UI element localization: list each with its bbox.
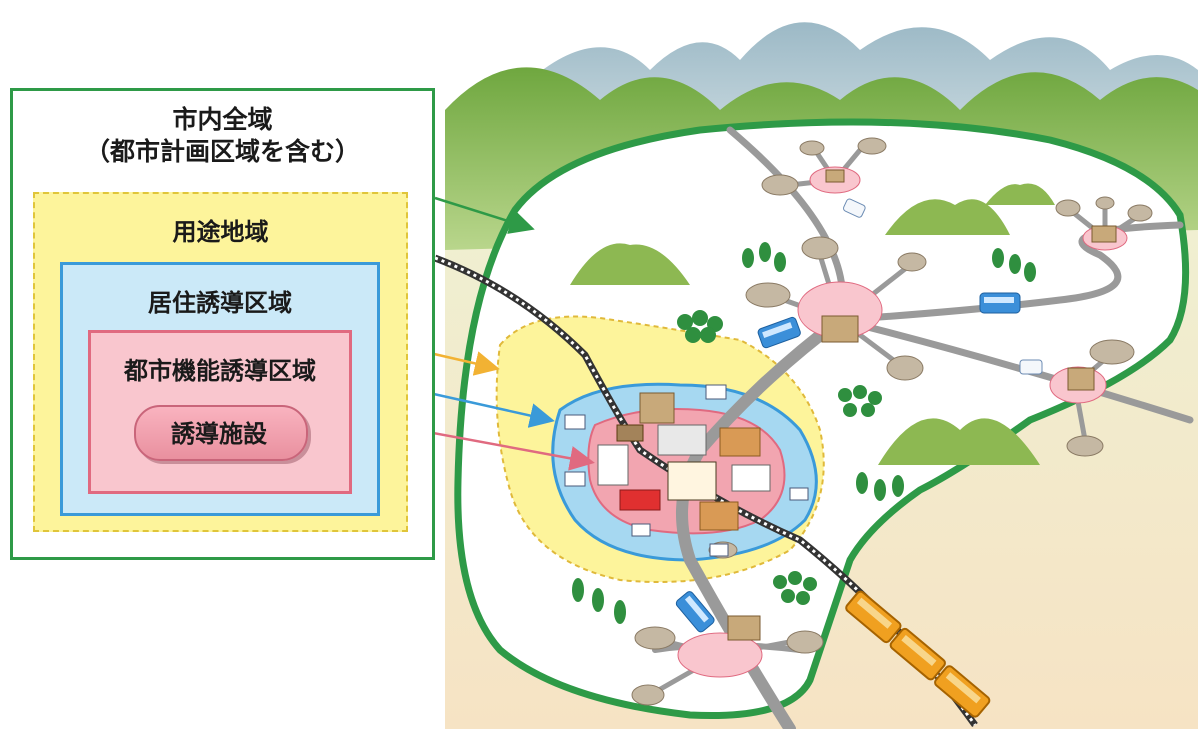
car-1: [842, 198, 866, 218]
hill-2: [885, 199, 1010, 235]
arrow-city: [434, 196, 535, 234]
hill-3: [878, 418, 1040, 465]
car-2: [1019, 359, 1043, 375]
bus-1: [979, 292, 1021, 314]
hill-1: [570, 243, 690, 285]
tree-groups: [572, 242, 1036, 624]
houses: [564, 384, 809, 557]
downtown-buildings: [597, 392, 771, 531]
settlement-circle-5: [677, 632, 763, 678]
village-buildings: [727, 169, 1117, 641]
hill-4: [985, 183, 1055, 205]
satellite-plots: [631, 137, 1153, 706]
bus-2: [757, 316, 801, 349]
bus-3: [675, 591, 715, 633]
train: [845, 590, 991, 718]
